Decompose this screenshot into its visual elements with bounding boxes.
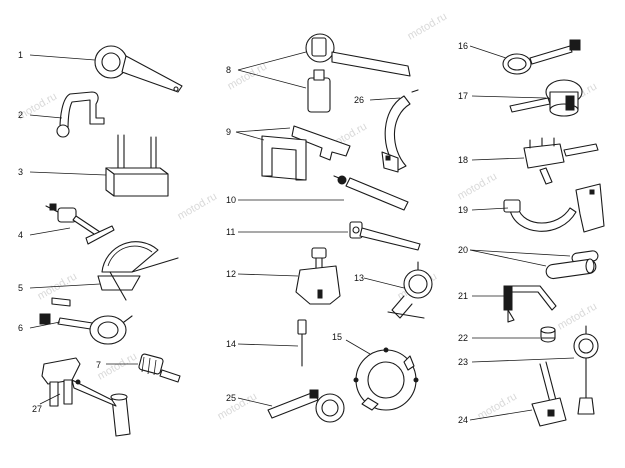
- callout-label: 26: [354, 95, 364, 105]
- tool-18-pin-fixture: [523, 137, 599, 185]
- tool-17-cylinder-tool: [509, 79, 583, 117]
- callout-label: 27: [32, 404, 42, 414]
- callout-label: 1: [18, 50, 23, 60]
- tool-27-bracket-tube: [41, 357, 131, 437]
- callout-label: 6: [18, 323, 23, 333]
- tool-11-holding-bar: [349, 221, 421, 251]
- callout-label: 25: [226, 393, 236, 403]
- callout-label: 17: [458, 91, 468, 101]
- callout-label: 15: [332, 332, 342, 342]
- watermark: motod.ru: [456, 170, 500, 202]
- callout-label: 3: [18, 167, 23, 177]
- callout-label: 7: [96, 360, 101, 370]
- watermark: motod.ru: [406, 10, 450, 42]
- callout-label: 13: [354, 273, 364, 283]
- tool-20-cylinder-pair: [545, 250, 599, 280]
- tool-19-c-clamp: [503, 183, 605, 233]
- callout-label: 22: [458, 333, 468, 343]
- tool-26-curved-arm: [381, 89, 419, 173]
- callout-label: 9: [226, 127, 231, 137]
- tool-15-flywheel-ring: [353, 347, 419, 411]
- watermark: motod.ru: [176, 190, 220, 222]
- tool-25-handle-ring: [267, 389, 345, 423]
- tool-9-fork-plates: [261, 125, 351, 181]
- callout-label: 14: [226, 339, 236, 349]
- tool-1-ring-spanner: [94, 45, 183, 93]
- tool-21-hooked-bracket: [503, 285, 557, 323]
- watermark: motod.ru: [216, 390, 260, 422]
- callout-label: 19: [458, 205, 468, 215]
- tool-23-stand-gauge: [573, 325, 599, 415]
- tool-7-knurled-bar: [138, 353, 181, 383]
- watermark: motod.ru: [556, 300, 600, 332]
- tool-12-puller: [295, 247, 341, 305]
- tool-5-degree-wheel: [97, 241, 179, 301]
- callout-label: 11: [226, 227, 235, 237]
- callout-label: 20: [458, 245, 468, 255]
- callout-label: 16: [458, 41, 468, 51]
- callout-label: 8: [226, 65, 231, 75]
- tool-4-t-handle-puller: [45, 203, 115, 245]
- callout-label: 24: [458, 415, 468, 425]
- callout-label: 10: [226, 195, 236, 205]
- tool-14-pin: [297, 319, 307, 367]
- callout-label: 2: [18, 110, 23, 120]
- tool-8-spanner-and-socket: [305, 33, 411, 113]
- tool-24-rod-holder: [531, 361, 567, 427]
- callout-label: 18: [458, 155, 468, 165]
- callout-label: 12: [226, 269, 236, 279]
- tool-6-pin-wrench: [39, 297, 133, 345]
- tool-16-mirror-probe: [502, 39, 581, 75]
- callout-label: 5: [18, 283, 23, 293]
- tool-13-dial-gauge: [387, 261, 433, 319]
- tool-2-hook-crank: [56, 91, 105, 138]
- tool-3-holding-block: [105, 134, 169, 197]
- tool-22-small-nut: [540, 326, 556, 343]
- callout-label: 4: [18, 230, 23, 240]
- tool-10-dowel-bar: [333, 175, 409, 211]
- callout-label: 21: [458, 291, 468, 301]
- callout-label: 23: [458, 357, 468, 367]
- watermark: motod.ru: [96, 350, 140, 382]
